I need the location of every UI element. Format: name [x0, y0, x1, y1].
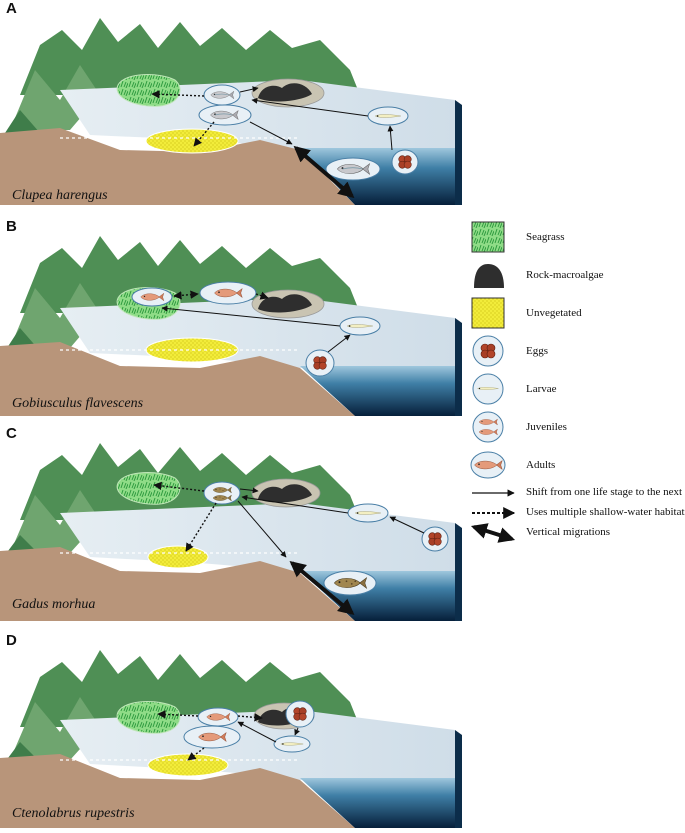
land-profile: [0, 754, 355, 828]
legend-item-vertical: Vertical migrations: [462, 522, 685, 544]
arrow-shift: [294, 727, 300, 736]
arrow-multiple: [173, 290, 199, 300]
unvegetated-patch: [147, 753, 229, 777]
panel-a-diagram: [0, 18, 462, 205]
legend-label: Unvegetated: [526, 307, 582, 319]
deep-water: [300, 778, 455, 828]
arrow-multiple: [187, 747, 205, 761]
shift-arrow-icon: [472, 489, 515, 497]
vertical-migration-arrow-icon: [470, 523, 516, 543]
arrow-shift: [239, 487, 259, 494]
legend-label: Adults: [526, 459, 556, 471]
arrow-multiple: [153, 481, 205, 492]
mountains: [20, 18, 360, 95]
panel-b: B Gobiusculus flavescens: [0, 218, 462, 418]
land-profile: [0, 128, 355, 205]
arrow-shift: [241, 494, 349, 514]
land-profile: [0, 342, 355, 416]
arrow-shift: [251, 97, 369, 117]
arrow-multiple: [157, 710, 199, 719]
panel-a: A Clupea harengus: [0, 0, 462, 210]
panel-b-diagram: [0, 236, 462, 416]
legend-item-multiple: Uses multiple shallow-water habitats: [462, 502, 685, 524]
multiple-habitats-arrow-icon: [472, 507, 516, 519]
legend-label: Eggs: [526, 345, 548, 357]
arrow-shift: [161, 305, 341, 327]
deep-water: [300, 366, 455, 416]
arrow-multiple: [185, 502, 217, 552]
legend-label: Vertical migrations: [526, 526, 611, 538]
arrow-shift: [237, 721, 277, 743]
unvegetated-patch: [147, 545, 209, 569]
seagrass-patch: [116, 472, 181, 505]
legend-item-shift: Shift from one life stage to the next: [462, 482, 685, 504]
legend-item-juveniles: Juveniles: [462, 410, 685, 444]
species-name: Ctenolabrus rupestris: [12, 806, 135, 821]
seagrass-patch: [116, 701, 181, 734]
arrow-vertical: [289, 560, 355, 616]
legend-item-eggs: Eggs: [462, 334, 685, 368]
legend-item-unvegetated: Unvegetated: [462, 296, 685, 330]
legend-label: Seagrass: [526, 231, 565, 243]
species-name: Gobiusculus flavescens: [12, 396, 144, 411]
legend-label: Rock-macroalgae: [526, 269, 604, 281]
legend-label: Uses multiple shallow-water habitats: [526, 506, 685, 518]
unvegetated-icon: [471, 297, 505, 329]
legend-label: Shift from one life stage to the next: [526, 486, 683, 498]
panel-c-diagram: [0, 443, 462, 621]
arrow-shift: [237, 500, 287, 558]
arrow-shift: [389, 516, 425, 534]
eggs-icon: [472, 335, 504, 367]
species-name: Clupea harengus: [12, 188, 108, 203]
juvenile-stage: [203, 481, 241, 505]
legend-item-larvae: Larvae: [462, 372, 685, 406]
panel-c: C Gadus morhua: [0, 425, 462, 625]
legend-item-seagrass: Seagrass: [462, 220, 685, 254]
panel-d-diagram: [0, 650, 462, 828]
legend-label: Juveniles: [526, 421, 567, 433]
panel-letter: D: [6, 632, 17, 649]
species-name: Gadus morhua: [12, 597, 96, 612]
adults-icon: [470, 451, 506, 479]
arrow-multiple: [237, 713, 263, 722]
arrow-shift: [239, 86, 259, 93]
panel-d: D Ctenolabrus rupestris: [0, 632, 462, 832]
juveniles-icon: [472, 411, 504, 443]
arrow-shift: [249, 121, 293, 145]
panel-letter: A: [6, 0, 17, 17]
seagrass-icon: [471, 221, 505, 253]
land-profile: [0, 547, 355, 621]
arrow-shift: [327, 334, 351, 353]
legend-label: Larvae: [526, 383, 557, 395]
panel-letter: C: [6, 425, 17, 442]
larvae-icon: [472, 373, 504, 405]
arrow-vertical: [293, 145, 355, 199]
arrow-multiple: [151, 90, 205, 99]
legend-item-rock: Rock-macroalgae: [462, 258, 685, 292]
arrow-multiple: [193, 121, 215, 147]
legend: Seagrass Rock-macroalgae Unvegetated Egg…: [462, 218, 685, 543]
unvegetated-patch: [145, 128, 239, 154]
arrow-shift: [387, 125, 394, 151]
rock-icon: [474, 264, 504, 288]
panel-letter: B: [6, 218, 17, 235]
legend-item-adults: Adults: [462, 448, 685, 482]
